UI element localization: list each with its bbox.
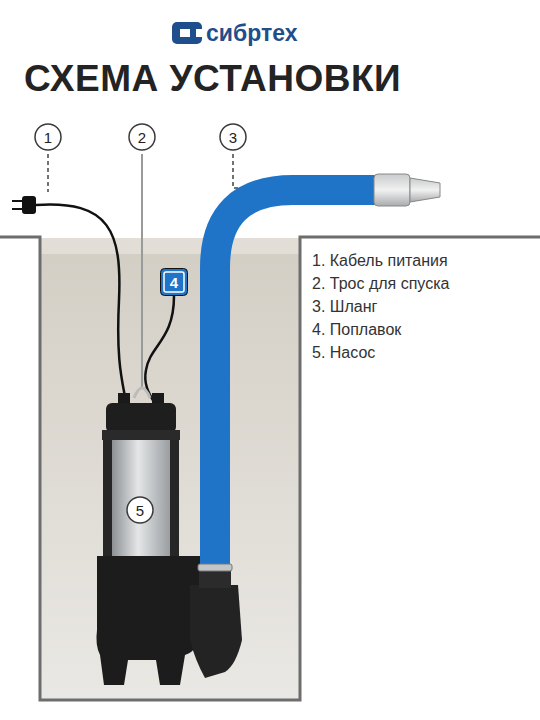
callout-text: 1 [44, 130, 52, 145]
legend-item: 1. Кабель питания [312, 252, 448, 270]
legend-item: 2. Трос для спуска [312, 275, 449, 293]
legend-item: 3. Шланг [312, 298, 377, 316]
callout-number: 3 [219, 123, 247, 151]
power-cable [36, 204, 126, 402]
callout-text: 4 [170, 275, 178, 290]
legend-item: 5. Насос [312, 344, 375, 362]
hose-nozzle [374, 174, 440, 206]
leader-line [233, 154, 246, 188]
rope [141, 154, 143, 388]
water-surface [41, 238, 299, 254]
pit-water [41, 238, 299, 699]
callout-text: 2 [138, 130, 146, 145]
pit-outline [0, 237, 540, 700]
pump-illustration [96, 388, 242, 685]
callout-number: 1 [34, 123, 62, 151]
title: СХЕМА УСТАНОВКИ [24, 58, 401, 100]
callout-text: 3 [229, 130, 237, 145]
hose [215, 190, 378, 580]
logo-icon [172, 22, 202, 44]
callout-text: 5 [136, 503, 144, 518]
callout-number: 2 [128, 123, 156, 151]
float-switch: 4 [160, 268, 188, 296]
brand-logo: сибртех [206, 20, 297, 47]
leader-line [47, 154, 49, 192]
float-cable [145, 296, 174, 402]
callout-number: 5 [126, 496, 154, 524]
power-plug [12, 196, 36, 214]
legend-item: 4. Поплавок [312, 321, 401, 339]
